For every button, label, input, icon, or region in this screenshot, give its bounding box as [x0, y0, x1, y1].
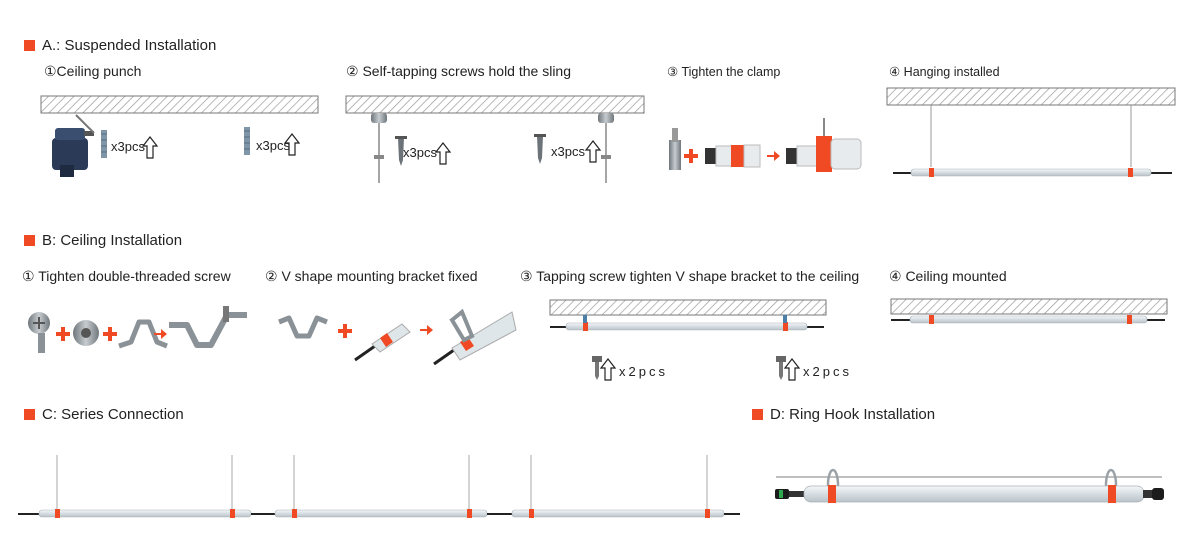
section-d-heading: D: Ring Hook Installation [752, 406, 935, 423]
drill-icon [52, 114, 95, 177]
quantity-label: x3pcs [403, 145, 437, 160]
bracket-icon [169, 306, 247, 348]
bracket-icon [118, 319, 168, 349]
quantity-label: x3pcs [111, 139, 145, 154]
series-chain [18, 455, 740, 518]
ceiling-slab [886, 87, 1176, 106]
led-tube [550, 322, 824, 331]
clamp-icon [669, 128, 681, 170]
plus-icon [103, 327, 117, 341]
quantity-label: x2pcs [803, 364, 852, 379]
screw-icon [28, 312, 50, 353]
clamp-icon [786, 118, 862, 172]
up-arrow-icon [141, 136, 159, 159]
section-b-title: B: Ceiling Installation [42, 232, 183, 249]
screw-icon [534, 134, 546, 164]
bullet-square-icon [752, 409, 763, 420]
ceiling-slab [345, 95, 645, 114]
quantity-label: x3pcs [551, 144, 585, 159]
ring-hook-assembly [775, 468, 1164, 503]
sling-hanger [598, 113, 614, 183]
section-a-heading: A.: Suspended Installation [24, 37, 216, 54]
section-a-title: A.: Suspended Installation [42, 37, 217, 54]
screw-icon [395, 136, 407, 166]
step-b1-label: ① Tighten double-threaded screw [22, 268, 231, 284]
bullet-square-icon [24, 40, 35, 51]
screw-icon [776, 356, 786, 380]
step-a1-label: ①Ceiling punch [44, 63, 142, 79]
section-c-heading: C: Series Connection [24, 406, 184, 423]
up-arrow-icon [584, 140, 602, 163]
anchor-plug-icon [244, 127, 250, 155]
sling-hanger [371, 113, 387, 183]
ceiling-slab [890, 298, 1168, 315]
quantity-label: x3pcs [256, 138, 290, 153]
ceiling-slab [40, 95, 319, 114]
right-arrow-icon [420, 325, 433, 335]
bullet-square-icon [24, 235, 35, 246]
plus-icon [56, 327, 70, 341]
plus-icon [338, 324, 352, 338]
bullet-square-icon [24, 409, 35, 420]
section-d-title: D: Ring Hook Installation [770, 406, 936, 423]
up-arrow-icon [434, 142, 452, 165]
up-arrow-icon [599, 358, 617, 381]
led-tube [891, 315, 1165, 324]
step-b2-label: ② V shape mounting bracket fixed [265, 268, 478, 284]
right-arrow-icon [767, 151, 780, 161]
right-arrow-icon [154, 329, 167, 339]
step-a4-label: ④ Hanging installed [889, 65, 1000, 79]
quantity-label: x2pcs [619, 364, 668, 379]
led-tube [354, 323, 411, 362]
step-b3-label: ③ Tapping screw tighten V shape bracket … [520, 268, 860, 284]
bracket-icon [278, 315, 328, 339]
nut-icon [73, 320, 99, 346]
step-a3-label: ③ Tighten the clamp [667, 65, 781, 79]
section-b-heading: B: Ceiling Installation [24, 232, 182, 249]
plus-icon [684, 149, 698, 163]
led-tube [433, 308, 517, 366]
step-b4-label: ④ Ceiling mounted [889, 268, 1007, 284]
anchor-plug-icon [101, 130, 107, 158]
ceiling-slab [549, 299, 827, 316]
up-arrow-icon [283, 133, 301, 156]
section-c-title: C: Series Connection [42, 406, 184, 423]
step-a2-label: ② Self-tapping screws hold the sling [346, 63, 571, 79]
screw-icon [592, 356, 602, 380]
up-arrow-icon [783, 358, 801, 381]
led-tube [893, 168, 1172, 177]
clamp-icon [705, 144, 761, 168]
